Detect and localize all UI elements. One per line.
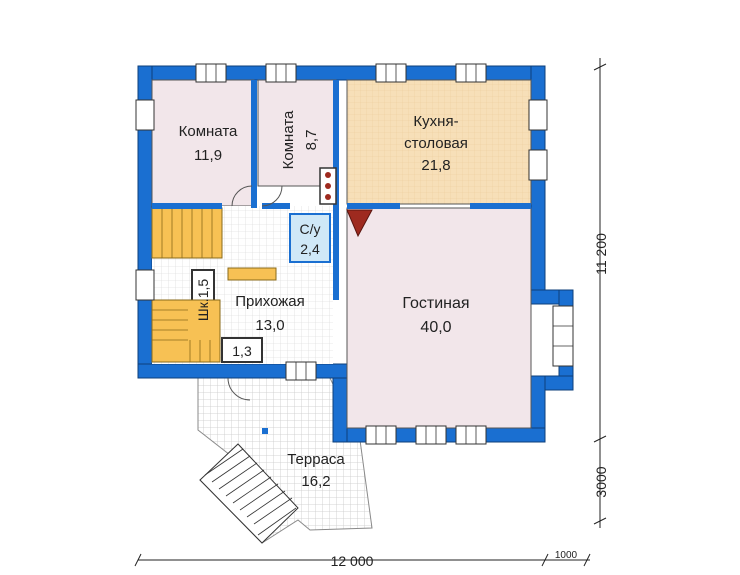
dimension-extra: 1000 <box>555 550 578 561</box>
terrace <box>197 377 373 544</box>
kitchen-floor <box>346 79 532 205</box>
room-2-area: 8,7 <box>303 130 320 151</box>
bench <box>227 267 277 281</box>
fireplace-icon <box>346 209 373 238</box>
room-1-area: 11,9 <box>194 147 222 164</box>
dimension-height-house: 11 200 <box>593 233 609 275</box>
storage-box <box>221 337 263 363</box>
bathroom-floor <box>289 213 331 263</box>
terrace-post <box>262 428 268 434</box>
door-swing-icon <box>261 185 283 207</box>
hall-name: Прихожая <box>235 293 305 310</box>
kitchen-area: 21,8 <box>421 157 450 174</box>
windows <box>135 63 574 445</box>
terrace-stair-treads <box>204 448 297 536</box>
dimension-width: 12 000 <box>331 553 374 569</box>
dimension-height-terrace: 3000 <box>593 466 609 497</box>
living-room-floor <box>346 207 532 429</box>
kitchen-name-line1: Кухня- <box>413 113 458 130</box>
storage-label: 1,3 <box>232 343 252 359</box>
stairs-lower <box>151 299 221 363</box>
window-mullions <box>205 64 573 444</box>
entrance-door-swing-icon <box>227 377 251 401</box>
terrace-name: Терраса <box>287 451 345 468</box>
stairs-upper <box>151 207 223 259</box>
terrace-stairs <box>199 443 299 544</box>
terrace-area: 16,2 <box>301 473 330 490</box>
room-1-name: Комната <box>179 123 238 140</box>
living-room-area: 40,0 <box>420 319 451 336</box>
room-2-name: Комната <box>280 110 297 169</box>
kitchen-name-line2: столовая <box>404 135 468 152</box>
closet-label: Шк.1,5 <box>195 279 211 322</box>
door-swing-icon <box>231 185 253 207</box>
living-room-name: Гостиная <box>402 295 469 312</box>
dimension-lines <box>134 58 607 567</box>
bathroom-area: 2,4 <box>300 241 320 257</box>
bathroom-name: С/у <box>300 221 321 237</box>
room-1-floor <box>151 79 255 207</box>
hall-area: 13,0 <box>255 317 284 334</box>
stove-icon <box>319 167 337 205</box>
